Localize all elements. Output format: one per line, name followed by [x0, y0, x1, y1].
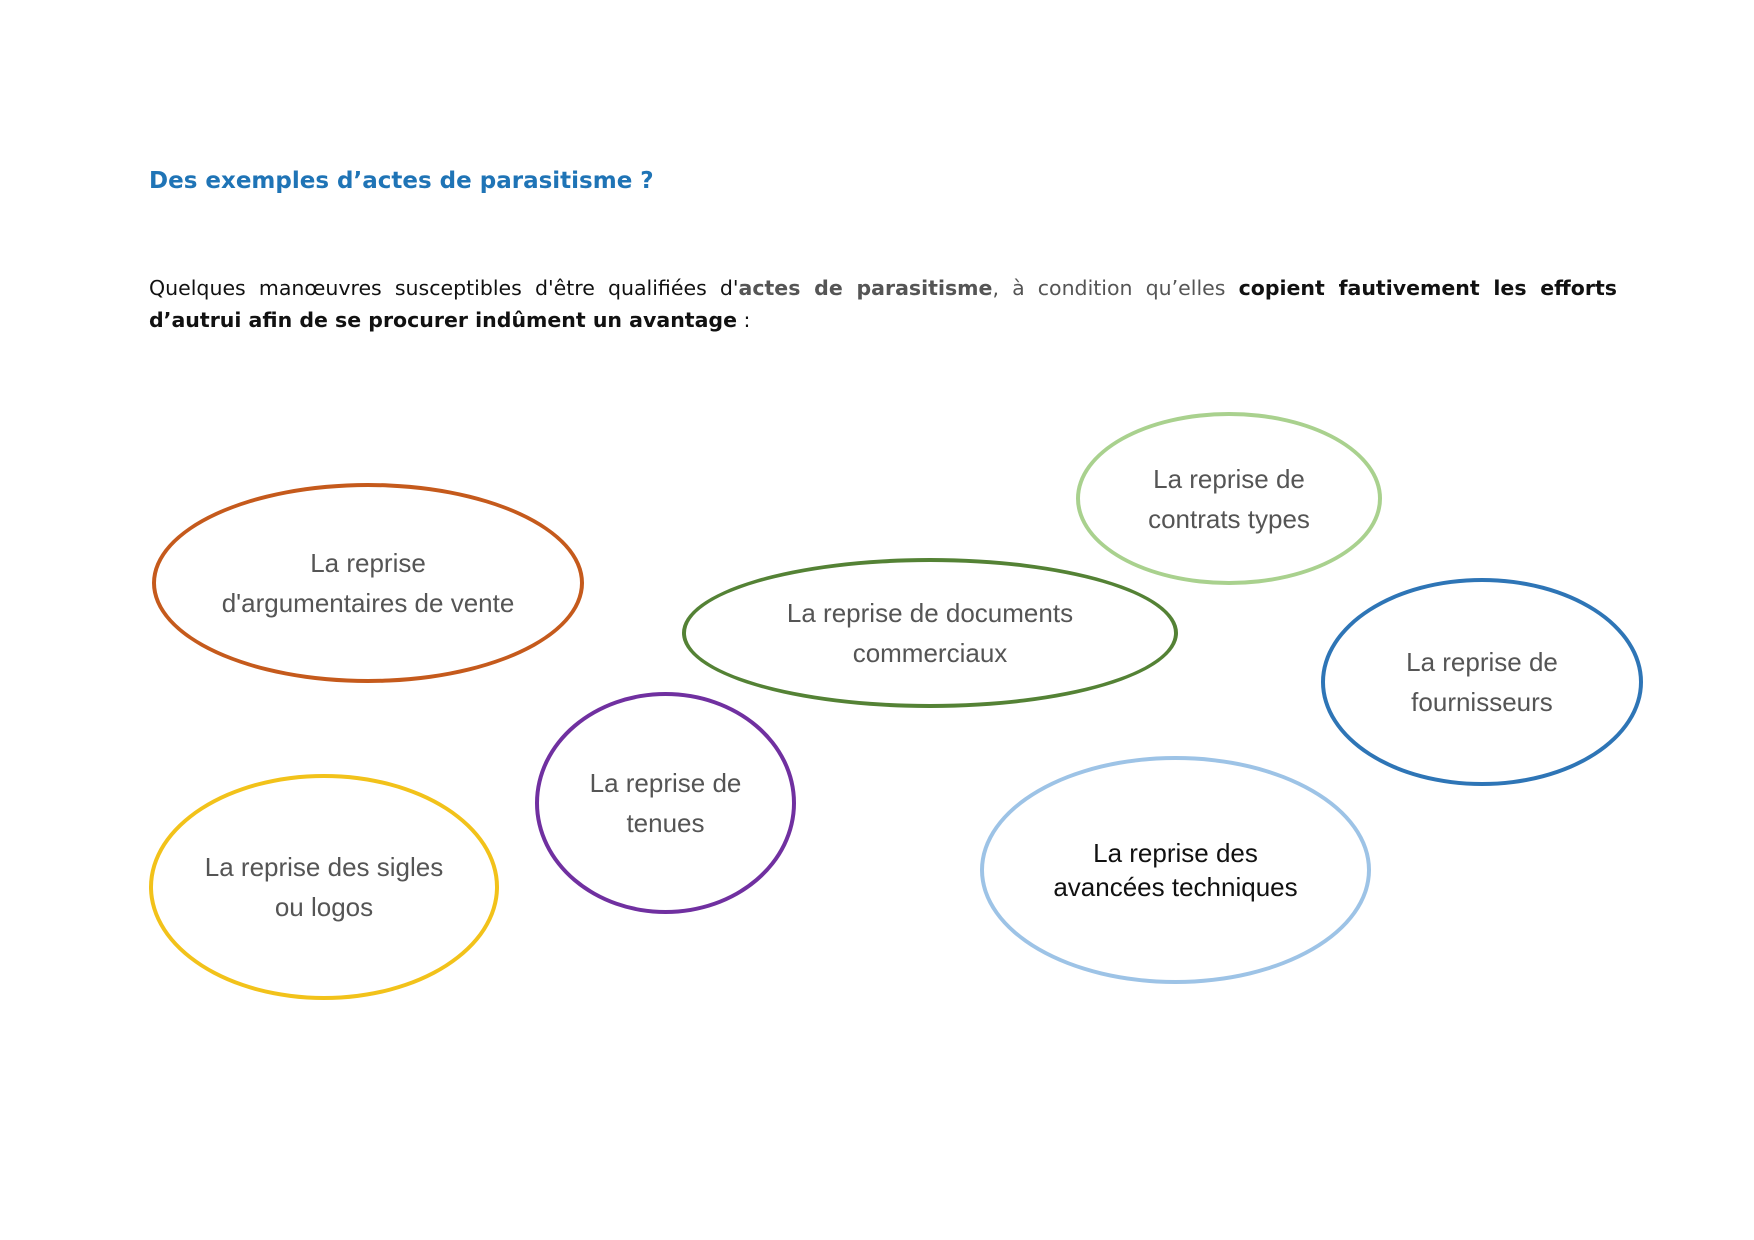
ellipse-sigles-logos: La reprise des sigles ou logos — [149, 774, 499, 1000]
intro-text: Quelques manœuvres susceptibles d'être q… — [149, 276, 739, 300]
page-title: Des exemples d’actes de parasitisme ? — [149, 168, 654, 194]
intro-emphasis-condition: copient fautivement les efforts d’autrui… — [149, 276, 1617, 332]
ellipse-label-documents-commerciaux: La reprise de documents commerciaux — [786, 598, 1074, 668]
intro-condition-text: , à condition qu’elles — [992, 276, 1239, 300]
ellipse-label-avancees-techniques: La reprise des avancées techniques — [1053, 838, 1298, 902]
ellipse-contrats-types: La reprise de contrats types — [1076, 412, 1382, 585]
ellipse-label-fournisseurs: La reprise de fournisseurs — [1406, 647, 1558, 717]
ellipse-label-tenues: La reprise de tenues — [589, 768, 742, 838]
intro-paragraph: Quelques manœuvres susceptibles d'être q… — [149, 272, 1617, 336]
ellipse-documents-commerciaux: La reprise de documents commerciaux — [682, 558, 1178, 708]
ellipse-label-contrats-types: La reprise de contrats types — [1148, 463, 1310, 534]
intro-emphasis-term: actes de parasitisme — [738, 276, 993, 300]
ellipse-avancees-techniques: La reprise des avancées techniques — [980, 756, 1371, 984]
ellipse-fournisseurs: La reprise de fournisseurs — [1321, 578, 1643, 786]
ellipse-label-sigles-logos: La reprise des sigles ou logos — [204, 852, 444, 922]
ellipse-label-argumentaires: La reprise d'argumentaires de vente — [221, 548, 515, 618]
ellipse-argumentaires: La reprise d'argumentaires de vente — [152, 483, 584, 683]
ellipse-tenues: La reprise de tenues — [535, 692, 796, 914]
intro-colon: : — [737, 308, 751, 332]
